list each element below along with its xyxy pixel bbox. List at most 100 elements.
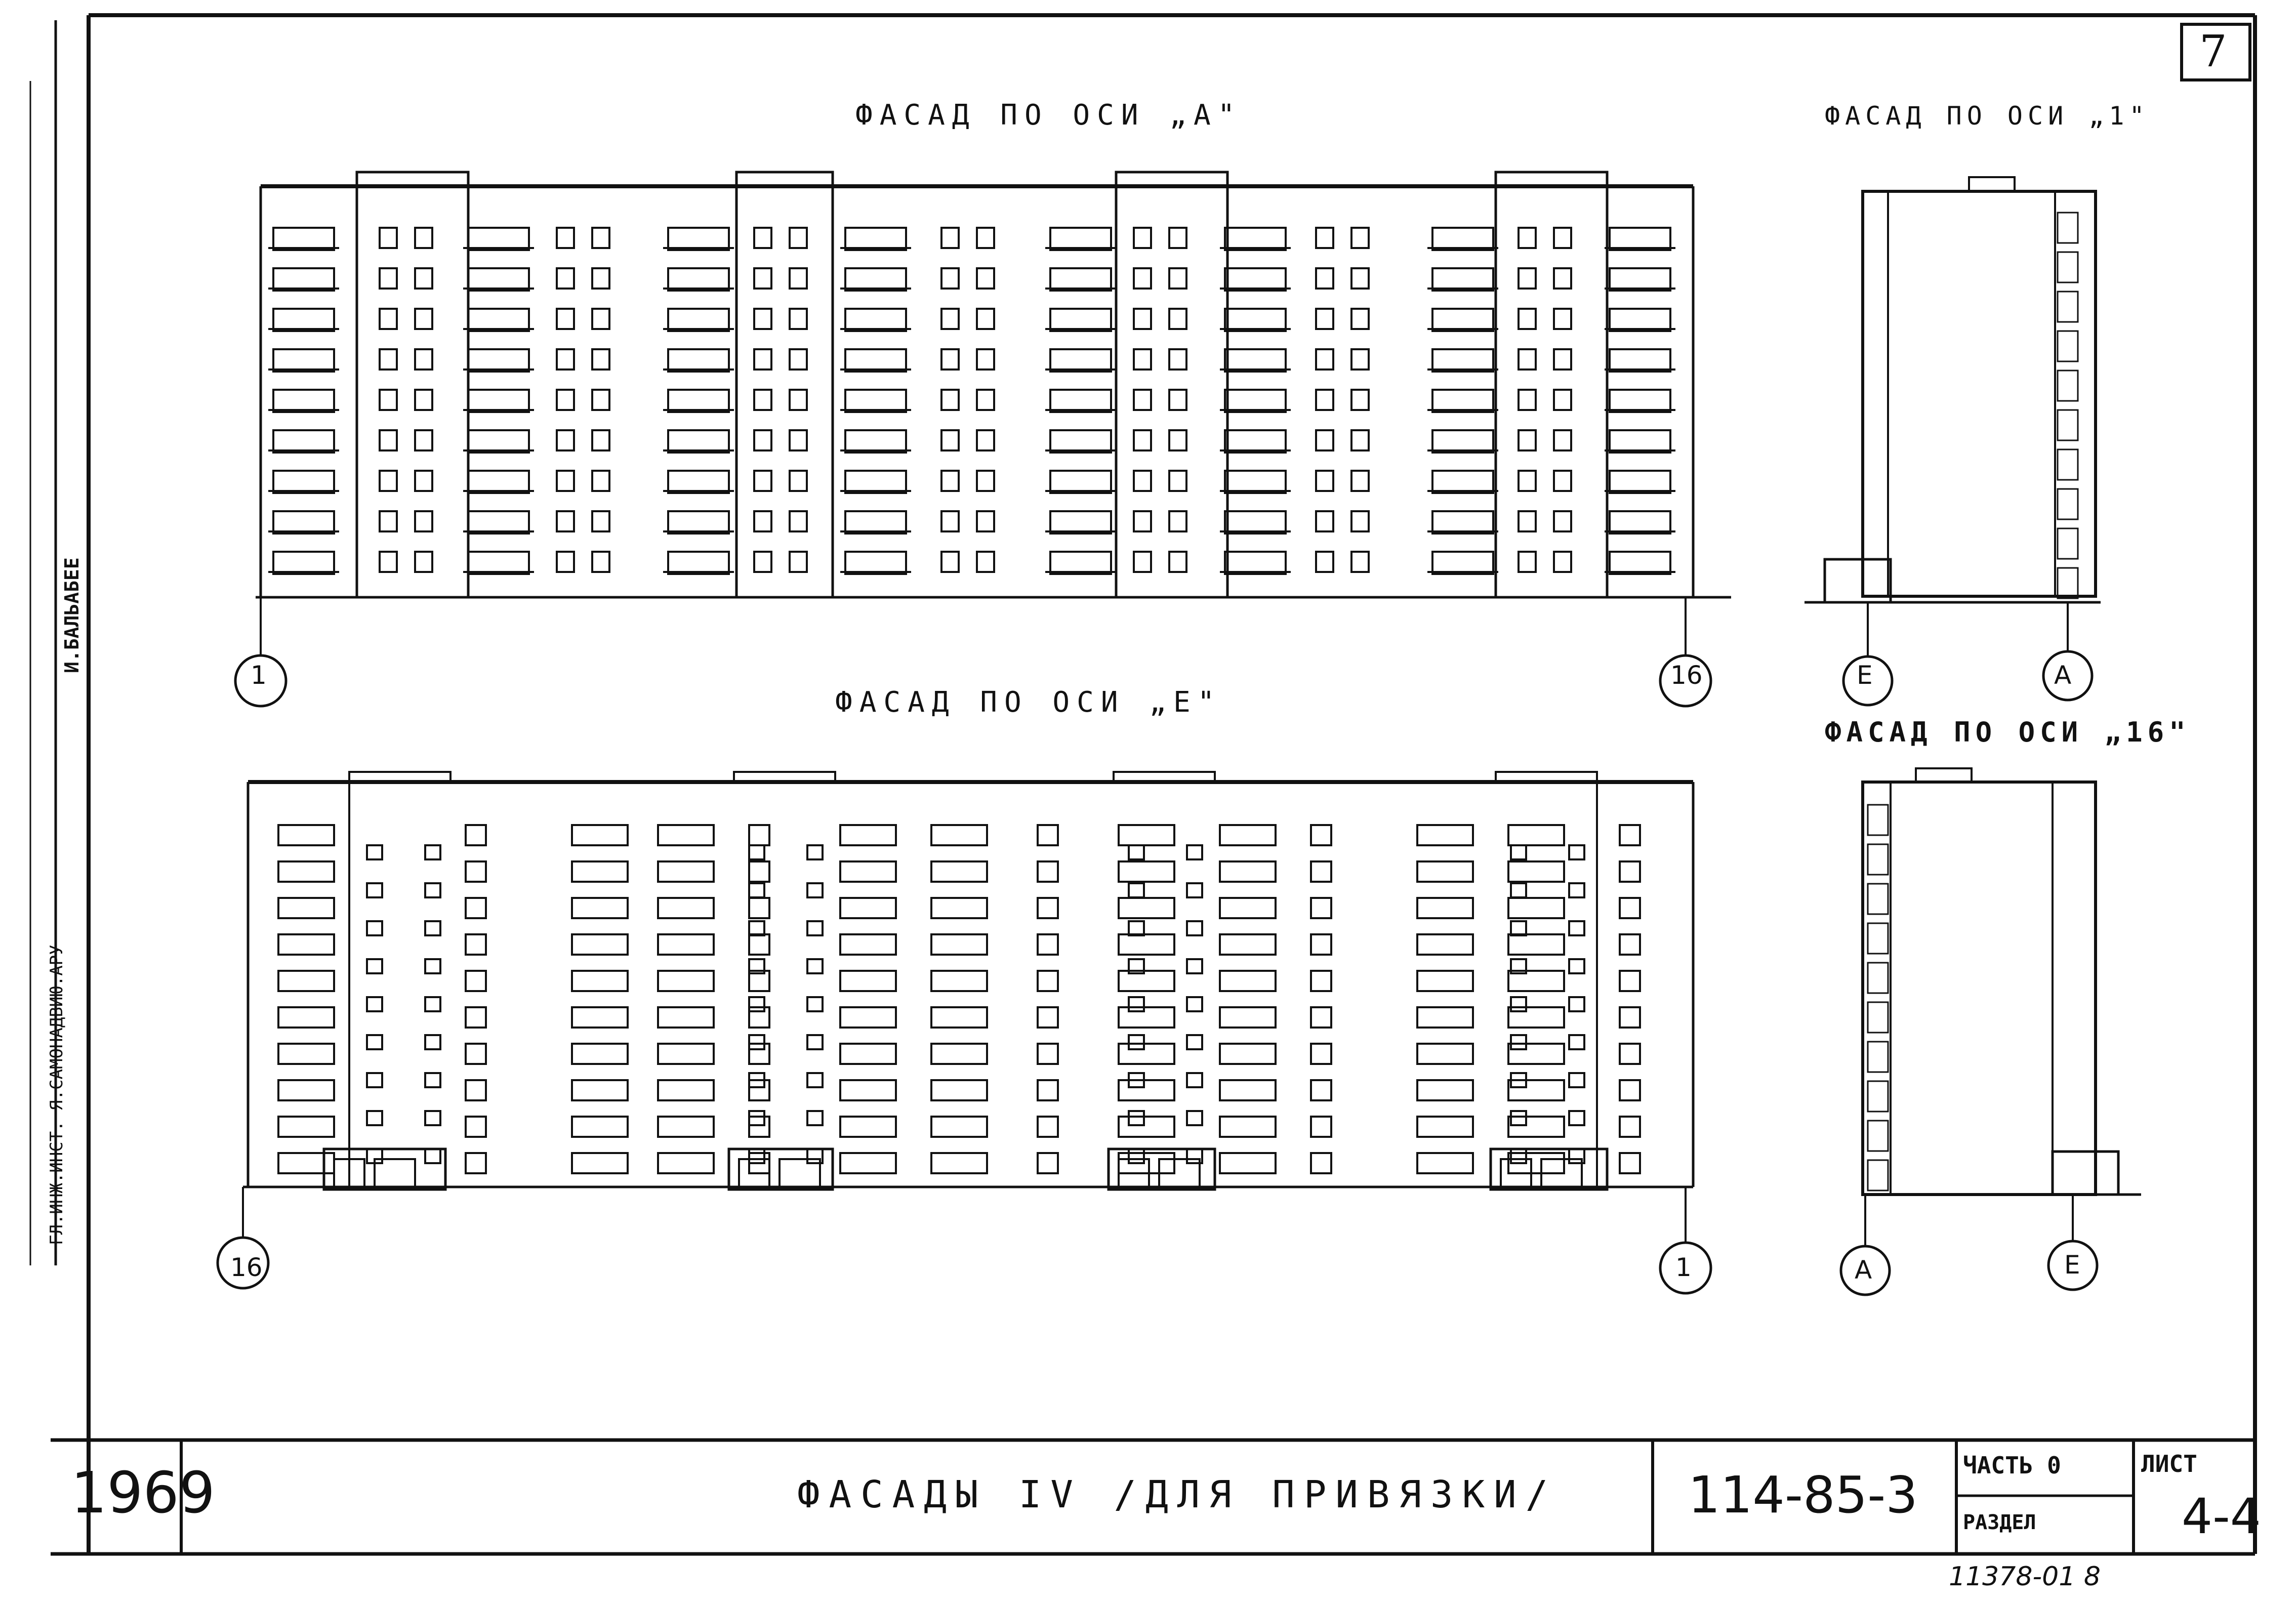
window [1168, 510, 1187, 532]
window [1219, 1079, 1277, 1101]
window [930, 933, 988, 956]
window [839, 1006, 897, 1029]
window [1609, 348, 1671, 373]
window [1431, 510, 1494, 535]
window [1168, 308, 1187, 330]
window [1431, 308, 1494, 332]
window [1168, 429, 1187, 451]
window [657, 1079, 715, 1101]
sheet-value: 4-4 [2182, 1488, 2261, 1545]
window [1350, 551, 1370, 573]
stair-window [1128, 920, 1145, 936]
window [753, 267, 772, 290]
window [667, 429, 730, 454]
window [1431, 389, 1494, 413]
window [465, 1116, 487, 1138]
balcony-slab [1867, 883, 1889, 915]
window [277, 1116, 335, 1138]
window [1431, 470, 1494, 494]
window [591, 510, 610, 532]
entrance-door [738, 1158, 770, 1188]
window [1518, 429, 1537, 451]
window [1507, 970, 1565, 992]
approval-stamp-name: И.БАЛЬАБЕЕ [61, 557, 83, 673]
axis-marker-1-e: 1 [1675, 1253, 1692, 1282]
window [748, 860, 770, 883]
window [1133, 389, 1152, 411]
balcony-slab [2057, 212, 2079, 244]
window [414, 470, 433, 492]
window [940, 267, 960, 290]
window [556, 348, 575, 371]
window [467, 267, 530, 292]
window [1118, 1006, 1175, 1029]
window [467, 470, 530, 494]
facade-16-title: ФАСАД ПО ОСИ „16" [1825, 716, 2191, 748]
window [839, 1043, 897, 1065]
roof-parapet [348, 771, 452, 783]
window [1219, 933, 1277, 956]
window [930, 1043, 988, 1065]
window [571, 824, 629, 846]
entrance [727, 1147, 834, 1191]
facade-1-drawing [1805, 176, 2101, 707]
window [844, 348, 907, 373]
window [272, 470, 335, 494]
window [414, 510, 433, 532]
window [1416, 1152, 1474, 1174]
window [844, 308, 907, 332]
window [1507, 1043, 1565, 1065]
window [465, 897, 487, 919]
window [1431, 551, 1494, 575]
window [753, 389, 772, 411]
window [1350, 267, 1370, 290]
drawing-title: ФАСАДЫ IV /ДЛЯ ПРИВЯЗКИ/ [797, 1473, 1557, 1516]
window [748, 1079, 770, 1101]
window [1133, 267, 1152, 290]
window [414, 227, 433, 249]
stair-window [1510, 996, 1527, 1012]
window [1049, 510, 1112, 535]
balcony-slab [1867, 1080, 1889, 1113]
stair-window [1128, 1072, 1145, 1088]
year: 1969 [71, 1460, 216, 1526]
window [940, 470, 960, 492]
stair-window [1568, 1110, 1585, 1126]
window [789, 389, 808, 411]
window [753, 348, 772, 371]
window [1315, 510, 1334, 532]
balcony-slab [2057, 527, 2079, 560]
window [1416, 1006, 1474, 1029]
window [930, 897, 988, 919]
window [379, 348, 398, 371]
window [467, 389, 530, 413]
window [467, 308, 530, 332]
window [1315, 551, 1334, 573]
stair-window [748, 920, 765, 936]
stair-window [366, 844, 383, 860]
window [667, 470, 730, 494]
window [1310, 970, 1332, 992]
window [1619, 1079, 1641, 1101]
window [1350, 470, 1370, 492]
axis-marker-16-e: 16 [230, 1253, 263, 1282]
window [1037, 970, 1059, 992]
stair-window [366, 958, 383, 974]
stair-window [366, 882, 383, 898]
stair-window [806, 1072, 824, 1088]
stair-window [748, 844, 765, 860]
window [591, 227, 610, 249]
title-block-frame [51, 1438, 2255, 1554]
window [571, 970, 629, 992]
axis-marker-a-1: А [2054, 661, 2072, 690]
window [277, 860, 335, 883]
window [465, 1079, 487, 1101]
window [1609, 308, 1671, 332]
window [844, 267, 907, 292]
window [1049, 429, 1112, 454]
window [414, 267, 433, 290]
window [1619, 1006, 1641, 1029]
window [1224, 551, 1287, 575]
axis-marker-e-1: Е [1857, 661, 1873, 690]
window [1310, 824, 1332, 846]
